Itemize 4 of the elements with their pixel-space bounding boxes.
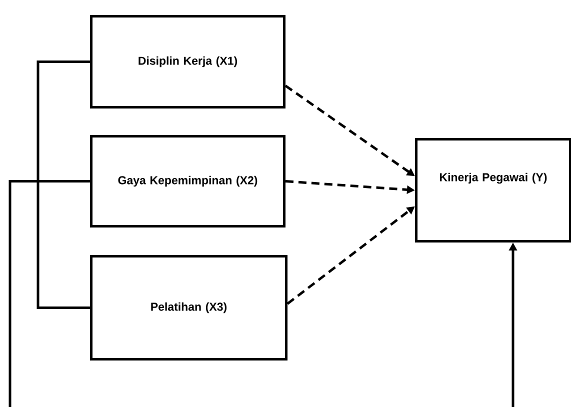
variable-box: Pelatihan (X3): [90, 255, 288, 360]
variable-box: Kinerja Pegawai (Y): [415, 138, 571, 242]
variable-box: Gaya Kepemimpinan (X2): [90, 135, 286, 228]
variable-box: Disiplin Kerja (X1): [90, 15, 286, 108]
